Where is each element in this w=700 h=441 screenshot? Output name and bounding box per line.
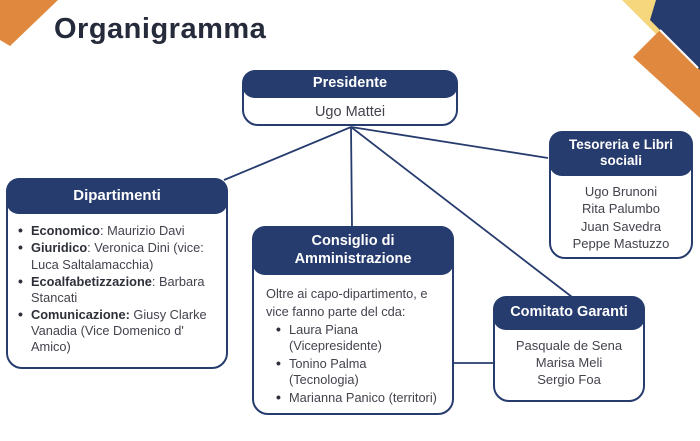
corner-ribbon-accent-line xyxy=(659,29,699,69)
dipartimenti-box: Dipartimenti Economico: Maurizio Davi Gi… xyxy=(6,178,228,369)
tesoreria-box: Tesoreria e Libri sociali Ugo Brunoni Ri… xyxy=(549,131,693,259)
connector-presidente-consiglio xyxy=(350,126,353,228)
member-name: Marisa Meli xyxy=(535,354,603,370)
presidente-name: Ugo Mattei xyxy=(314,103,386,120)
department-name: Ecoalfabetizzazione xyxy=(31,273,152,289)
department-item: Giuridico: Veronica Dini (vice: Luca Sal… xyxy=(18,239,220,272)
department-item: Comunicazione: Giusy Clarke Vanadia (Vic… xyxy=(18,306,220,355)
comitato-box: Comitato Garanti Pasquale de Sena Marisa… xyxy=(493,296,645,402)
presidente-header: Presidente xyxy=(242,70,458,98)
board-member-item: Tonino Palma (Tecnologia) xyxy=(276,355,448,388)
member-name: Sergio Foa xyxy=(537,372,601,388)
department-lead: : Barbara Stancati xyxy=(31,273,205,305)
consiglio-intro: Oltre ai capo-dipartimento, e vice fanno… xyxy=(266,286,428,319)
dipartimenti-list: Economico: Maurizio Davi Giuridico: Vero… xyxy=(18,222,220,355)
corner-ribbon-navy xyxy=(650,0,700,70)
corner-ribbon-top-left xyxy=(0,0,58,46)
department-item: Economico: Maurizio Davi xyxy=(18,222,220,240)
department-lead: : Maurizio Davi xyxy=(99,223,185,239)
member-name: Juan Savedra xyxy=(580,218,662,234)
consiglio-header: Consiglio di Amministrazione xyxy=(252,226,454,276)
department-lead: : Veronica Dini (vice: Luca Saltalamacch… xyxy=(31,240,204,272)
presidente-box: Presidente Ugo Mattei xyxy=(242,70,458,126)
connector-presidente-comitato xyxy=(350,126,573,298)
department-name: Economico xyxy=(31,223,100,239)
department-name: Giuridico xyxy=(31,240,88,256)
board-member-item: Marianna Panico (territori) xyxy=(276,389,448,407)
department-name: Comunicazione: xyxy=(31,306,130,322)
member-name: Rita Palumbo xyxy=(581,201,661,217)
member-name: Peppe Mastuzzo xyxy=(572,235,670,251)
department-item: Ecoalfabetizzazione: Barbara Stancati xyxy=(18,273,220,306)
department-lead: Giusy Clarke Vanadia (Vice Domenico d' A… xyxy=(31,306,207,355)
member-name: Pasquale de Sena xyxy=(515,337,623,353)
consiglio-list: Laura Piana (Vicepresidente) Tonino Palm… xyxy=(276,321,448,407)
page-title: Organigramma xyxy=(54,13,267,45)
dipartimenti-header: Dipartimenti xyxy=(6,178,228,215)
consiglio-box: Consiglio di Amministrazione Oltre ai ca… xyxy=(252,226,454,415)
tesoreria-header: Tesoreria e Libri sociali xyxy=(549,131,693,176)
connector-presidente-dipartimenti xyxy=(223,126,352,181)
member-name: Ugo Brunoni xyxy=(584,183,658,199)
comitato-members: Pasquale de Sena Marisa Meli Sergio Foa xyxy=(495,330,643,389)
tesoreria-members: Ugo Brunoni Rita Palumbo Juan Savedra Pe… xyxy=(551,176,691,252)
connector-presidente-tesoreria xyxy=(350,126,549,159)
comitato-header: Comitato Garanti xyxy=(493,296,645,330)
board-member-item: Laura Piana (Vicepresidente) xyxy=(276,321,448,354)
